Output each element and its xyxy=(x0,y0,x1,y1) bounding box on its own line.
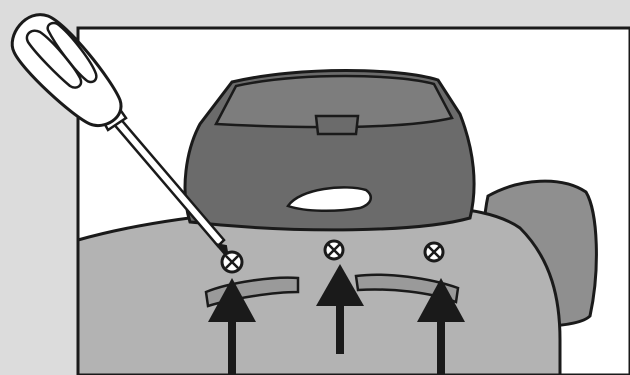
arrow-up-icon xyxy=(417,278,465,375)
cover-notch xyxy=(314,114,360,136)
handle-groove-1 xyxy=(25,29,83,89)
cover-opening xyxy=(286,186,373,213)
cover-top xyxy=(213,74,454,129)
arrow-up-icon xyxy=(316,264,364,354)
screw-icon xyxy=(423,241,445,263)
screw-icon xyxy=(323,239,345,261)
screw-icon xyxy=(220,250,244,274)
screwdriver-handle xyxy=(10,13,123,127)
handle-groove-2 xyxy=(46,21,98,84)
arrow-up-icon xyxy=(208,278,256,375)
screwdriver-icon xyxy=(10,13,230,262)
